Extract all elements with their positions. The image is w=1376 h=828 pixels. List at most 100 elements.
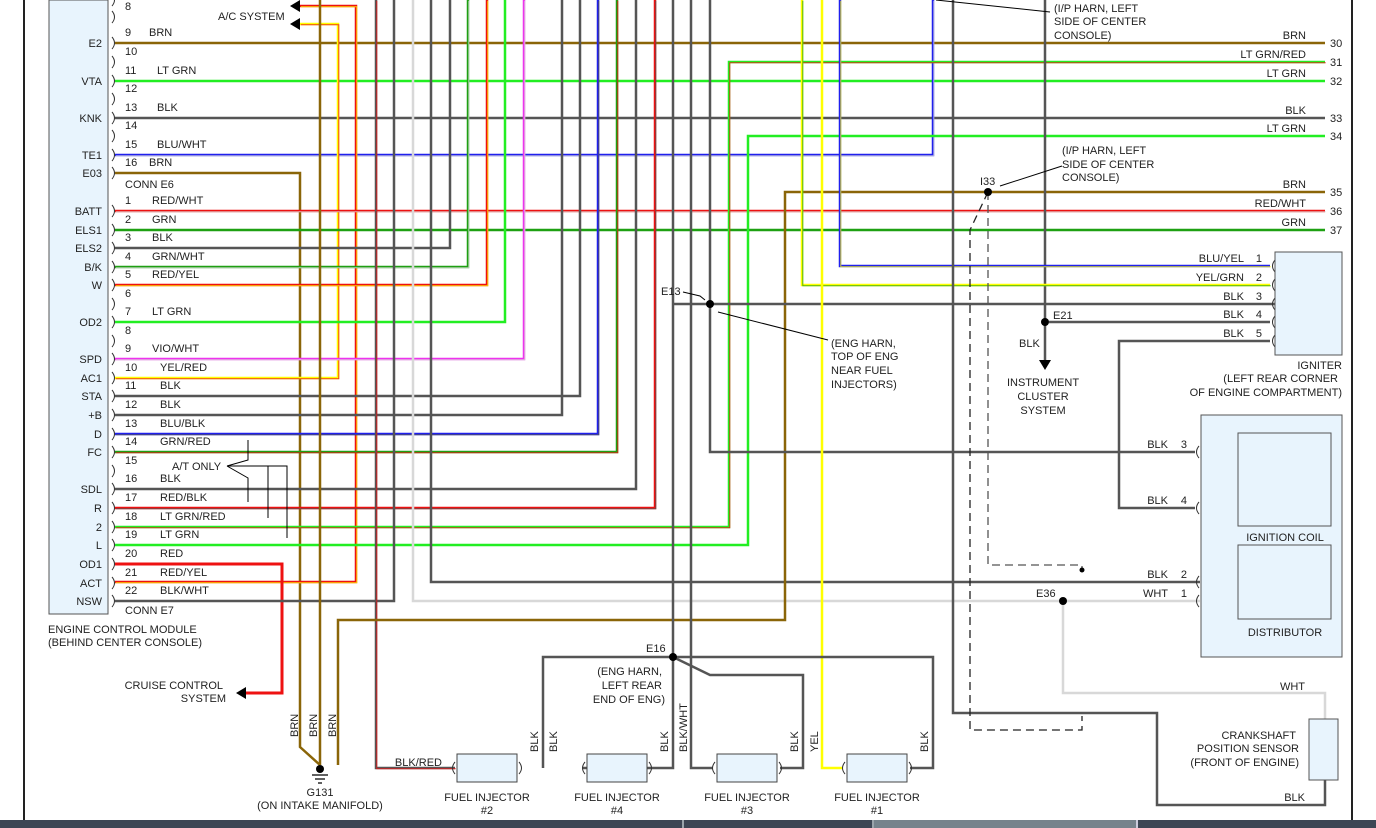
igniter-pin-wire-color: BLK <box>1223 291 1244 303</box>
wire-igniter-1 <box>838 0 1270 268</box>
ecm-pin-wire-color: RED/WHT <box>152 195 204 207</box>
ecm-pin-bracket <box>111 464 115 478</box>
ignition-coil-title: IGNITION COIL <box>1246 532 1324 544</box>
wire-d-stripe <box>115 0 600 436</box>
ecm-pin-wire-color: BLU/BLK <box>160 418 206 430</box>
wire-od2 <box>115 0 507 324</box>
wire-r <box>115 0 657 510</box>
right-terminal-wire-color: BLK <box>1285 105 1306 117</box>
wire-w-stripe <box>115 0 489 287</box>
igniter-box <box>1274 251 1343 356</box>
ecm-pin-number: 9 <box>125 343 131 355</box>
ecm-pin-wire-color: BLK <box>152 232 173 244</box>
wire-d <box>115 0 600 436</box>
taskbar-segment-4[interactable] <box>1138 820 1376 828</box>
ecm-pin-name: L <box>96 540 102 552</box>
cruise-control-label-2: SYSTEM <box>181 693 226 705</box>
ip-harn-mid-2: SIDE OF CENTER <box>1062 159 1154 171</box>
right-terminal-number: 35 <box>1330 187 1342 199</box>
right-terminal-number: 30 <box>1330 38 1342 50</box>
ecm-title: ENGINE CONTROL MODULE <box>48 624 197 636</box>
ecm-pin-bracket <box>111 408 115 422</box>
ecm-pin-wire-color: GRN <box>152 214 177 226</box>
right-terminal-wire-color: RED/WHT <box>1255 198 1307 210</box>
ecm-pin-name: OD2 <box>79 317 102 329</box>
crankshaft-line-3: (FRONT OF ENGINE) <box>1190 757 1299 769</box>
igniter-pin-number: 1 <box>1256 253 1262 265</box>
ecm-pin-bracket <box>111 557 115 571</box>
wire-coil-3 <box>708 0 1195 454</box>
splice-e36-label: E36 <box>1036 588 1056 600</box>
ecm-pin-wire-color: BLK <box>157 102 178 114</box>
ecm-pin-name: VTA <box>81 76 102 88</box>
at-only-leaders <box>226 440 288 538</box>
wire-igniter-1-stripe <box>840 0 1271 268</box>
wire-injector-2-stripe <box>376 0 456 770</box>
taskbar-segment-3[interactable] <box>874 820 1138 828</box>
ecm-pin-bracket <box>111 0 115 7</box>
ecm-pin-number: 4 <box>125 251 131 263</box>
wire-inj3-in <box>689 0 713 770</box>
ecm-pin-number: 18 <box>125 511 137 523</box>
instrument-cluster-3: SYSTEM <box>1020 405 1065 417</box>
wire-els2 <box>115 0 452 250</box>
splice-e13 <box>706 300 714 308</box>
ignition-coil-box <box>1237 432 1332 527</box>
wire-bk <box>115 0 470 269</box>
wire-ac1 <box>115 22 340 380</box>
right-terminal-number: 37 <box>1330 225 1342 237</box>
coil-pin-wire-color: BLK <box>1147 439 1168 451</box>
igniter-pin-wire-color: BLU/YEL <box>1199 253 1244 265</box>
crankshaft-line-2: POSITION SENSOR <box>1197 743 1299 755</box>
ground-wire-2: BRN <box>308 714 320 737</box>
ecm-pin-bracket <box>111 129 115 143</box>
fuel-injector-number: #4 <box>611 805 623 817</box>
right-terminal-wire-color: LT GRN <box>1267 68 1306 80</box>
ecm-pin-name: ELS1 <box>75 225 102 237</box>
injector-pin-bracket <box>518 761 522 775</box>
distributor-pin-number: 2 <box>1181 569 1187 581</box>
ecm-pin-number: 9 <box>125 27 131 39</box>
ecm-pin-name: B/K <box>84 262 102 274</box>
igniter-pin-wire-color: BLK <box>1223 309 1244 321</box>
wire-injector-2 <box>374 0 455 770</box>
ecm-pin-bracket <box>111 36 115 50</box>
ip-harn-top-3: CONSOLE) <box>1054 30 1111 42</box>
injector-wire-out-label: BLK <box>789 731 801 752</box>
ecm-pin-name: D <box>94 429 102 441</box>
injector-1-wire-in-label: YEL <box>809 731 821 752</box>
igniter-pin-bracket <box>1272 259 1276 273</box>
cruise-control-label-1: CRUISE CONTROL <box>125 680 223 692</box>
ecm-pin-name: SDL <box>81 484 102 496</box>
ecm-pin-bracket <box>111 260 115 274</box>
right-terminal-number: 34 <box>1330 131 1342 143</box>
eng-harn-top-4: INJECTORS) <box>831 379 897 391</box>
ecm-pin-bracket <box>111 278 115 292</box>
ecm-pin-wire-color: RED <box>160 548 183 560</box>
crankshaft-wire-bottom: BLK <box>1284 792 1305 804</box>
ecm-pin-number: 2 <box>125 214 131 226</box>
ecm-pin-number: 15 <box>125 139 137 151</box>
taskbar-segment-1[interactable] <box>0 820 684 828</box>
injector-pin-bracket <box>452 761 456 775</box>
splice-i33 <box>984 188 992 196</box>
fuel-injector-4-box <box>846 753 908 783</box>
wire-w <box>115 0 489 287</box>
coil-pin-bracket <box>1196 501 1200 515</box>
eng-harn-rear-1: (ENG HARN, <box>597 666 662 678</box>
taskbar-segment-2[interactable] <box>684 820 874 828</box>
ecm-pin-bracket <box>111 445 115 459</box>
ecm-pin-number: 8 <box>125 1 131 13</box>
ecm-pin-bracket <box>111 482 115 496</box>
ac-arrow-2 <box>290 18 300 30</box>
ecm-pin-number: 19 <box>125 529 137 541</box>
ecm-pin-bracket <box>111 315 115 329</box>
splice-e36 <box>1059 597 1067 605</box>
igniter-pin-wire-color: YEL/GRN <box>1196 272 1244 284</box>
wire-plusb <box>115 0 564 417</box>
ac-arrow-1 <box>290 0 300 12</box>
wire-e03 <box>115 171 321 766</box>
wire-igniter-5-coil-4 <box>1117 339 1270 510</box>
eng-harn-top-1: (ENG HARN, <box>831 338 896 350</box>
